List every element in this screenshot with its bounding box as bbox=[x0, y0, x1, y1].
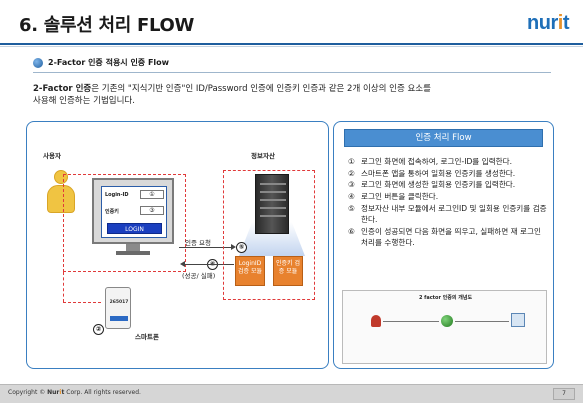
otp-field[interactable]: ③ bbox=[140, 206, 164, 215]
otp-module: 인증키 검증 모듈 bbox=[273, 256, 303, 286]
description: 2-Factor 인증은 기존의 "지식기반 인증"인 ID/Password … bbox=[33, 83, 553, 107]
description-line1: 은 기존의 "지식기반 인증"인 ID/Password 인증에 인증키 인증과… bbox=[91, 84, 431, 94]
user-icon bbox=[47, 170, 75, 214]
user-label: 사용자 bbox=[43, 152, 61, 160]
request-arrow bbox=[179, 247, 233, 248]
bullet-icon bbox=[33, 58, 43, 68]
section-label: 2-Factor 인증 적용시 인증 Flow bbox=[48, 58, 170, 67]
login-id-field[interactable]: ① bbox=[140, 190, 164, 199]
phone-otp-value: 265017 bbox=[109, 300, 129, 305]
title-rule bbox=[0, 43, 583, 45]
monitor-screen: Login-ID ① 인증키 ③ LOGIN bbox=[92, 178, 174, 244]
login-form: Login-ID ① 인증키 ③ LOGIN bbox=[101, 186, 167, 238]
server-area: ⑤ LoginID 검증 모듈 인증키 검증 모듈 bbox=[225, 172, 315, 297]
section-heading: 2-Factor 인증 적용시 인증 Flow bbox=[33, 57, 551, 73]
server-dashed-region bbox=[223, 170, 315, 300]
description-term: 2-Factor 인증 bbox=[33, 84, 92, 94]
arrow-left-icon bbox=[180, 261, 185, 267]
result-arrow bbox=[184, 264, 234, 265]
smartphone-label: 스마트폰 bbox=[135, 333, 159, 341]
server-label: 정보자산 bbox=[251, 152, 275, 160]
description-line2: 사용해 인증하는 기법입니다. bbox=[33, 96, 135, 106]
mini-user-icon bbox=[371, 315, 381, 327]
title-rule-thin bbox=[0, 46, 583, 47]
mini-server-icon bbox=[511, 313, 525, 327]
concept-title: 2 factor 인증의 개념도 bbox=[418, 295, 473, 301]
nurit-logo: nurit bbox=[527, 12, 569, 34]
loginid-module: LoginID 검증 모듈 bbox=[235, 256, 265, 286]
otp-label: 인증키 bbox=[105, 209, 119, 215]
auth-request-label: 인증 요청 bbox=[185, 239, 211, 247]
step-2-badge: ② bbox=[93, 324, 104, 335]
result-label: (성공/ 실패) bbox=[182, 272, 216, 280]
footer: Copyright © Nurit Corp. All rights reser… bbox=[0, 384, 583, 403]
login-dashed-region bbox=[63, 174, 186, 272]
copyright: Copyright © Nurit Corp. All rights reser… bbox=[8, 389, 141, 396]
step-5-badge: ⑤ bbox=[236, 242, 247, 253]
page-number: 7 bbox=[553, 388, 575, 400]
flow-title: 인증 처리 Flow bbox=[344, 129, 543, 147]
title-bar: 6. 솔루션 처리 FLOW nurit bbox=[0, 0, 583, 44]
server-icon bbox=[255, 174, 289, 234]
auth-diagram: 사용자 정보자산 Login-ID ① 인증키 ③ LOGIN 265017 ②… bbox=[26, 121, 329, 369]
login-id-label: Login-ID bbox=[105, 192, 129, 198]
monitor: Login-ID ① 인증키 ③ LOGIN bbox=[92, 178, 174, 258]
dash-connector-h bbox=[63, 302, 101, 303]
page-title: 6. 솔루션 처리 FLOW bbox=[19, 15, 195, 36]
dash-connector bbox=[63, 272, 64, 302]
phone-button bbox=[110, 316, 128, 321]
arrow-right-icon bbox=[231, 244, 236, 250]
smartphone: 265017 bbox=[105, 287, 131, 329]
login-button[interactable]: LOGIN bbox=[107, 223, 162, 234]
concept-thumbnail: 2 factor 인증의 개념도 bbox=[342, 290, 547, 364]
mini-globe-icon bbox=[441, 315, 453, 327]
